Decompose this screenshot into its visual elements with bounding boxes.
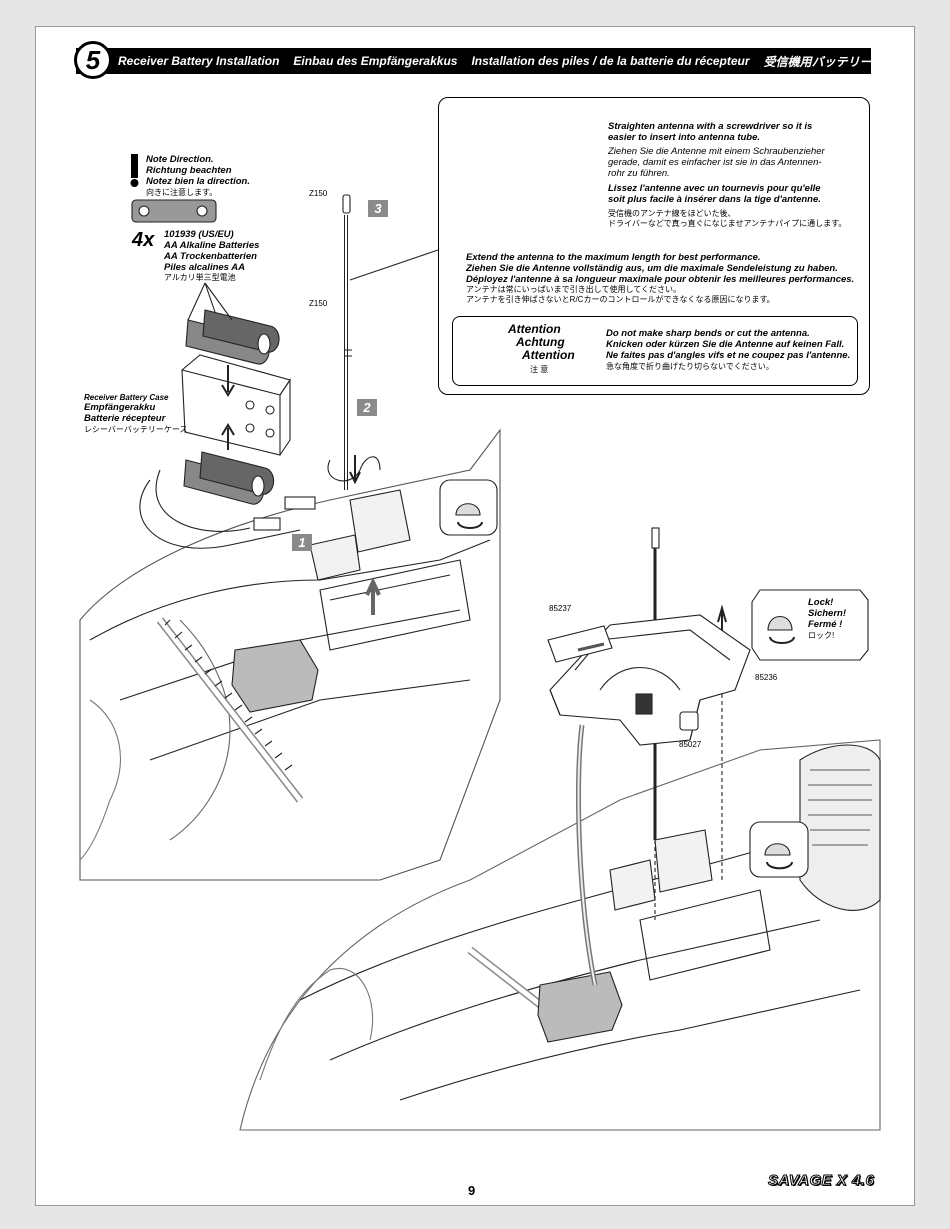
part-z150-mid: Z150	[309, 299, 328, 308]
attention-box	[452, 316, 858, 386]
note-line-en: Note Direction.	[146, 154, 214, 165]
lock-label: Lock! Sichern! Fermé !	[808, 597, 846, 630]
step-title-fr: Installation des piles / de la batterie …	[471, 54, 750, 68]
straighten-de-3: rohr zu führen.	[608, 168, 670, 179]
extend-text: Extend the antenna to the maximum length…	[466, 252, 864, 285]
step-number: 5	[74, 41, 112, 79]
attention-ja: 急な角度で折り曲げたり切らないでください。	[606, 362, 774, 371]
extend-fr: Déployez l'antenne à sa longueur maximal…	[466, 274, 855, 285]
straighten-ja-2: ドライバーなどで真っ直ぐになじませアンテナパイプに通します。	[608, 219, 847, 228]
part-85237: 85237	[549, 604, 572, 613]
extend-en: Extend the antenna to the maximum length…	[466, 252, 761, 263]
step-titles: Receiver Battery Installation Einbau des…	[118, 48, 908, 74]
attention-heading-de: Achtung	[516, 335, 565, 349]
straighten-fr-1: Lissez l'antenne avec un tournevis pour …	[608, 183, 821, 194]
attention-headings: Attention Achtung Attention	[508, 323, 575, 362]
attention-heading-ja: 注 意	[530, 365, 549, 374]
attention-en: Do not make sharp bends or cut the anten…	[606, 328, 810, 339]
straighten-de: Ziehen Sie die Antenne mit einem Schraub…	[608, 146, 863, 179]
lock-de: Sichern!	[808, 608, 847, 619]
attention-text: Do not make sharp bends or cut the anten…	[606, 328, 856, 361]
battery-name-ja: アルカリ単三型電池	[164, 273, 236, 282]
battery-name-en: AA Alkaline Batteries	[164, 240, 260, 251]
straighten-text: Straighten antenna with a screwdriver so…	[608, 121, 863, 143]
page-number: 9	[468, 1183, 476, 1198]
attention-de: Knicken oder kürzen Sie die Antenne auf …	[606, 339, 845, 350]
note-line-de: Richtung beachten	[146, 165, 232, 176]
savage-logo: SAVAGE X 4.6	[767, 1172, 875, 1190]
straighten-de-2: gerade, damit es einfacher ist sie in da…	[608, 157, 822, 168]
part-z150-top: Z150	[309, 189, 328, 198]
step-title-ja: 受信機用バッテリーの搭載	[763, 54, 908, 69]
battery-case-fr: Batterie récepteur	[84, 413, 166, 424]
step-badge-2: 2	[357, 399, 377, 416]
straighten-ja: 受信機のアンテナ線をほどいた後、 ドライバーなどで真っ直ぐになじませアンテナパイ…	[608, 209, 863, 229]
lock-en: Lock!	[808, 597, 834, 608]
straighten-ja-1: 受信機のアンテナ線をほどいた後、	[608, 209, 736, 218]
step-title-en: Receiver Battery Installation	[118, 54, 280, 68]
battery-part-number: 101939 (US/EU)	[164, 229, 234, 240]
battery-info: 101939 (US/EU) AA Alkaline Batteries AA …	[164, 229, 259, 273]
battery-case-labels: Empfängerakku Batterie récepteur	[84, 402, 165, 424]
part-85236: 85236	[755, 673, 778, 682]
step-title-de: Einbau des Empfängerakkus	[293, 54, 458, 68]
battery-case-de: Empfängerakku	[84, 402, 156, 413]
attention-fr: Ne faites pas d'angles vifs et ne coupez…	[606, 350, 851, 361]
extend-ja: アンテナは常にいっぱいまで引き出して使用してください。 アンテナを引き伸ばさない…	[466, 285, 864, 305]
extend-de: Ziehen Sie die Antenne vollständig aus, …	[466, 263, 838, 274]
straighten-en-1: Straighten antenna with a screwdriver so…	[608, 121, 813, 132]
battery-name-fr: Piles alcalines AA	[164, 262, 245, 273]
battery-case-label: Receiver Battery Case	[84, 393, 169, 402]
battery-case-en: Receiver Battery Case	[84, 393, 169, 402]
lock-fr: Fermé !	[808, 619, 843, 630]
battery-name-de: AA Trockenbatterien	[164, 251, 257, 262]
extend-ja-1: アンテナは常にいっぱいまで引き出して使用してください。	[466, 285, 681, 294]
attention-heading-en: Attention	[508, 322, 561, 336]
step-badge-3: 3	[368, 200, 388, 217]
battery-case-ja: レシーバーバッテリーケース	[84, 425, 188, 434]
step-badge-1: 1	[292, 534, 312, 551]
straighten-en-2: easier to insert into antenna tube.	[608, 132, 761, 143]
note-direction: Note Direction. Richtung beachten Notez …	[146, 154, 250, 187]
note-line-ja: 向きに注意します。	[146, 188, 218, 197]
straighten-fr: Lissez l'antenne avec un tournevis pour …	[608, 183, 863, 205]
part-85027: 85027	[679, 740, 702, 749]
straighten-fr-2: soit plus facile à insérer dans la tige …	[608, 194, 821, 205]
step-header-bar	[76, 48, 871, 74]
attention-heading-fr: Attention	[522, 348, 575, 362]
battery-quantity: 4x	[132, 229, 155, 251]
straighten-de-1: Ziehen Sie die Antenne mit einem Schraub…	[608, 146, 825, 157]
note-line-fr: Notez bien la direction.	[146, 176, 250, 187]
lock-ja: ロック!	[808, 631, 835, 640]
extend-ja-2: アンテナを引き伸ばさないとR/Cカーのコントロールができなくなる原因になります。	[466, 295, 775, 304]
